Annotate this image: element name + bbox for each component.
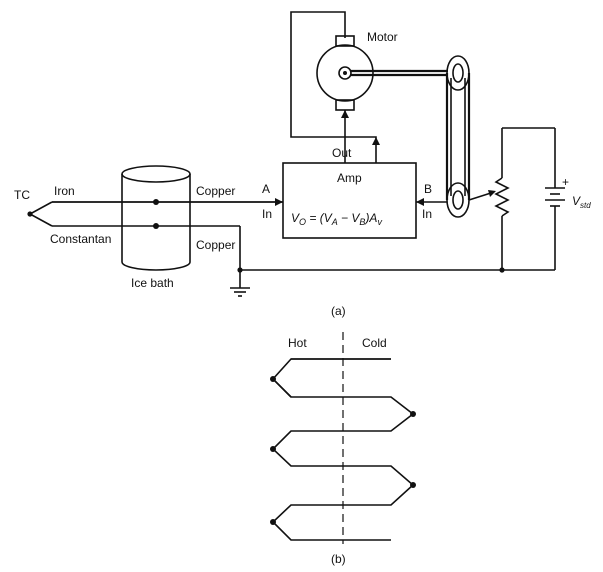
rail-node-left — [237, 267, 243, 273]
top-pulley-hub — [452, 63, 464, 83]
bottom-pulley-hub — [452, 190, 464, 210]
label-motor: Motor — [367, 30, 398, 44]
hot-junction-2 — [270, 446, 276, 452]
motor-top-brush — [335, 35, 355, 47]
caption-b: (b) — [331, 552, 346, 566]
motor-housing — [316, 44, 374, 102]
hot-junction-3 — [270, 519, 276, 525]
label-battery-plus: + — [562, 175, 569, 189]
motor-shaft-center — [343, 71, 347, 75]
constantan-copper-junction-dot — [153, 223, 159, 229]
label-equation: VO = (VA − VB)Av — [291, 211, 382, 227]
caption-a: (a) — [331, 304, 346, 318]
out-arrow-left — [341, 110, 349, 118]
ice-bath-bottom — [121, 261, 191, 271]
potentiometer — [494, 128, 510, 270]
ground-symbol — [230, 270, 250, 297]
label-vstd: Vstd — [572, 194, 591, 210]
cold-junction-2 — [410, 482, 416, 488]
label-input-b-in: In — [422, 207, 432, 221]
motor — [316, 35, 374, 111]
tc-junction-wire — [28, 201, 53, 227]
label-out: Out — [332, 146, 352, 160]
label-copper-bottom: Copper — [196, 238, 235, 252]
label-input-a: A — [262, 182, 270, 196]
label-constantan: Constantan — [50, 232, 111, 246]
thermocouple-junction — [27, 201, 53, 227]
iron-copper-junction-dot — [153, 199, 159, 205]
thermopile-hot-junction-1-leg — [272, 378, 292, 398]
label-input-a-in: In — [262, 207, 272, 221]
label-copper-top: Copper — [196, 184, 235, 198]
figure-b: Hot Cold (b) — [270, 332, 416, 566]
label-cold: Cold — [362, 336, 387, 350]
label-tc: TC — [14, 188, 30, 202]
battery-vstd — [545, 128, 565, 270]
tc-junction-dot — [27, 211, 33, 217]
pot-resistor — [494, 177, 510, 217]
label-input-b: B — [424, 182, 432, 196]
input-b-arrow — [416, 198, 424, 206]
amplifier-box — [282, 162, 417, 239]
label-amp: Amp — [337, 171, 362, 185]
belt-drive — [445, 55, 471, 218]
input-a-arrow — [275, 198, 283, 206]
wiper-arrow — [488, 190, 496, 197]
motor-bottom-brush — [335, 99, 355, 111]
out-arrow-right — [372, 137, 380, 145]
amp-out-lead-right — [290, 11, 377, 163]
ice-bath-top — [121, 165, 191, 183]
ice-bath — [52, 165, 283, 271]
figure-a: TC Iron Constantan Copper Copper Ice bat… — [14, 11, 591, 318]
label-ice-bath: Ice bath — [131, 276, 174, 290]
hot-junction-1 — [270, 376, 276, 382]
label-iron: Iron — [54, 184, 75, 198]
label-hot: Hot — [288, 336, 307, 350]
cold-junction-1 — [410, 411, 416, 417]
motor-shaft — [338, 66, 352, 80]
